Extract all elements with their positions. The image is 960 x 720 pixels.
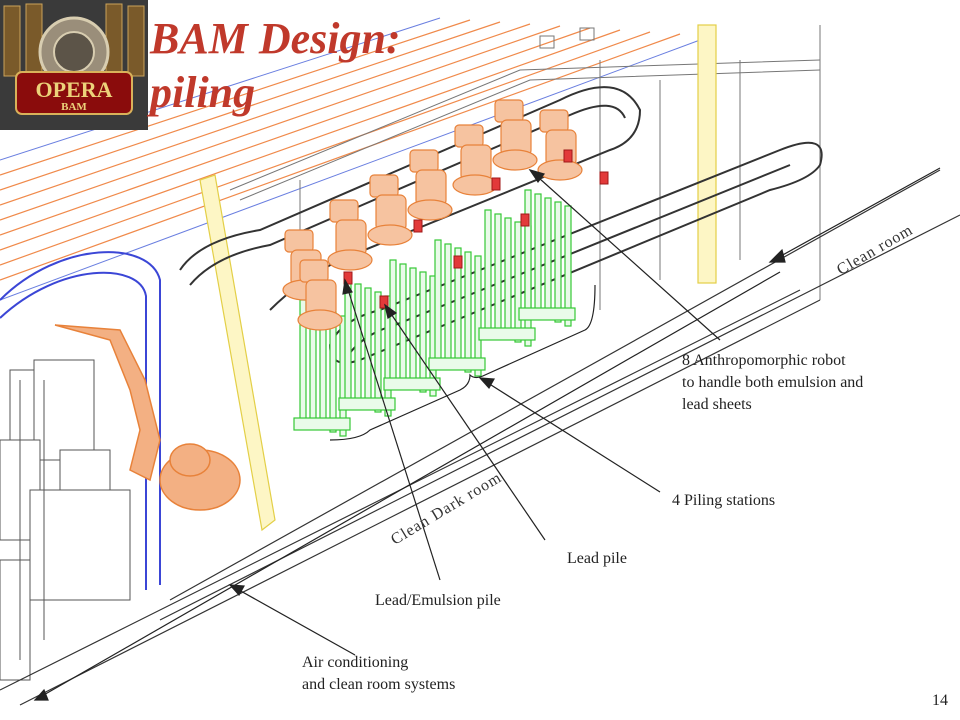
pile-base bbox=[428, 357, 486, 371]
red-marker bbox=[453, 255, 463, 269]
dimension-arrows bbox=[33, 167, 941, 701]
pile-column bbox=[399, 263, 407, 385]
piling-stations-brace bbox=[329, 284, 596, 441]
blue-roof-lines bbox=[0, 17, 701, 301]
pile-base bbox=[338, 397, 396, 411]
robots-label-line-1: 8 Anthropomorphic robot bbox=[682, 352, 846, 369]
robots-label: 8 Anthropomorphic robot to handle both e… bbox=[682, 350, 863, 416]
air-label-line-1: Air conditioning bbox=[302, 654, 409, 671]
enclosure bbox=[0, 251, 161, 590]
pile-column bbox=[494, 213, 502, 335]
robot-arm bbox=[537, 109, 583, 181]
page-number: 14 bbox=[932, 692, 948, 709]
pile-column bbox=[329, 311, 337, 433]
air-label-line-2: and clean room systems bbox=[302, 676, 456, 693]
pile-column bbox=[409, 267, 417, 389]
pile-column bbox=[534, 193, 542, 315]
left-robot bbox=[54, 324, 241, 511]
pile-base bbox=[518, 307, 576, 321]
leader-lines bbox=[228, 168, 721, 656]
pile-column bbox=[524, 189, 532, 311]
pile-column bbox=[514, 221, 522, 343]
red-marker bbox=[563, 149, 573, 163]
floor-lines bbox=[0, 169, 960, 706]
pile-base bbox=[293, 417, 351, 431]
pile-column bbox=[444, 243, 452, 365]
logo-emblem-icon: OPERA BAM bbox=[0, 0, 148, 130]
pile-base bbox=[478, 327, 536, 341]
robots-label-line-3: lead sheets bbox=[682, 396, 752, 413]
opera-bam-logo: OPERA BAM bbox=[0, 0, 148, 130]
red-marker bbox=[379, 295, 389, 309]
red-marker bbox=[491, 177, 501, 191]
pile-column bbox=[374, 291, 382, 413]
robot-arm bbox=[297, 259, 343, 331]
lead-emulsion-pile-label: Lead/Emulsion pile bbox=[375, 592, 501, 609]
title-line-2: piling bbox=[150, 68, 256, 117]
robots-label-line-2: to handle both emulsion and bbox=[682, 374, 864, 391]
red-markers bbox=[343, 149, 609, 309]
robot-arm bbox=[492, 99, 538, 171]
pile-column bbox=[564, 205, 572, 327]
pile-column bbox=[419, 271, 427, 393]
red-marker bbox=[413, 219, 423, 233]
robot-arm bbox=[327, 199, 373, 271]
pile-column bbox=[554, 201, 562, 323]
robot-arm bbox=[367, 174, 413, 246]
title-line-1: BAM Design: bbox=[150, 14, 401, 63]
robots bbox=[282, 99, 583, 331]
pile-column bbox=[364, 287, 372, 409]
pile-column bbox=[464, 251, 472, 373]
logo-title: OPERA bbox=[36, 77, 113, 102]
piling-stations-label: 4 Piling stations bbox=[672, 492, 776, 509]
red-marker bbox=[599, 171, 609, 185]
left-machinery bbox=[0, 359, 131, 681]
pile-column bbox=[544, 197, 552, 319]
robot-arm bbox=[407, 149, 453, 221]
slide-title: BAM Design: piling bbox=[150, 12, 401, 120]
pile-column bbox=[484, 209, 492, 331]
pile-column bbox=[434, 239, 442, 361]
red-marker bbox=[520, 213, 530, 227]
pile-column bbox=[354, 283, 362, 405]
pile-column bbox=[504, 217, 512, 339]
pile-base bbox=[383, 377, 441, 391]
lead-pile-label: Lead pile bbox=[567, 550, 627, 567]
logo-subtitle: BAM bbox=[61, 101, 87, 113]
roof-structure-lines bbox=[0, 19, 681, 281]
pile-column bbox=[474, 255, 482, 377]
robot-arm bbox=[452, 124, 498, 196]
air-conditioning-label: Air conditioning and clean room systems bbox=[302, 652, 455, 696]
pile-columns bbox=[293, 189, 576, 437]
